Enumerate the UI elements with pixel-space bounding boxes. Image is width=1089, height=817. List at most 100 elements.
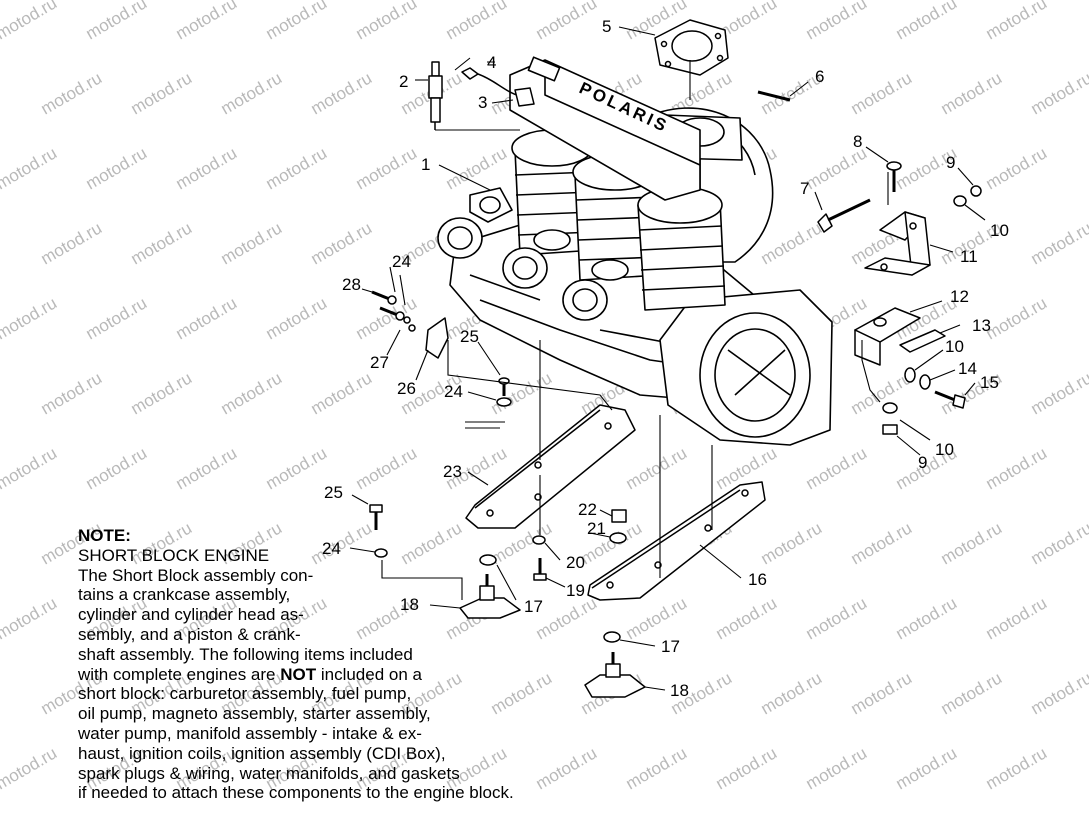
watermark-text: motod.ru [1028, 68, 1089, 118]
note-title: NOTE: [78, 526, 131, 545]
callout-24-bottom: 24 [322, 539, 341, 558]
watermark-text: motod.ru [83, 0, 151, 43]
callout-14: 14 [958, 359, 977, 378]
nut-9-bottom [882, 424, 898, 435]
callout-22: 22 [578, 500, 597, 519]
watermark-text: motod.ru [263, 0, 331, 43]
callout-2: 2 [399, 72, 408, 91]
note-line-1: The Short Block assembly con- [78, 565, 314, 585]
note-line-10: haust, ignition coils, ignition assembly… [78, 743, 446, 763]
watermark-text: motod.ru [38, 68, 106, 118]
bolt-15 [934, 390, 966, 409]
watermark-text: motod.ru [218, 368, 286, 418]
note-line-5: shaft assembly. The following items incl… [78, 644, 413, 664]
watermark-text: motod.ru [1028, 368, 1089, 418]
watermark-text: motod.ru [218, 218, 286, 268]
watermark-text: motod.ru [0, 743, 60, 793]
note-line-12: if needed to attach these components to … [78, 783, 514, 803]
callout-15: 15 [980, 373, 999, 392]
watermark-text: motod.ru [0, 443, 60, 493]
watermark-text: motod.ru [848, 68, 916, 118]
watermark-text: motod.ru [983, 593, 1051, 643]
callout-9-bottom: 9 [918, 453, 927, 472]
callout-17-right: 17 [661, 637, 680, 656]
watermark-text: motod.ru [758, 668, 826, 718]
note-line-2: tains a crankcase assembly, [78, 585, 291, 605]
spark-plug-wire [461, 67, 535, 107]
watermark-text: motod.ru [173, 443, 241, 493]
watermark-text: motod.ru [758, 518, 826, 568]
note-line-11: spark plugs & wiring, water manifolds, a… [78, 763, 460, 783]
bolt-25-mid [496, 377, 512, 407]
washer-14 [919, 374, 931, 390]
watermark-text: motod.ru [83, 293, 151, 343]
note-line-3: cylinder and cylinder head as- [78, 605, 304, 625]
watermark-text: motod.ru [803, 743, 871, 793]
note-not-emphasis: NOT [280, 664, 317, 684]
watermark-text: motod.ru [38, 368, 106, 418]
callout-10-bottom: 10 [935, 440, 954, 459]
nut-9-top [970, 185, 982, 197]
callout-3: 3 [478, 93, 487, 112]
watermark-text: motod.ru [713, 743, 781, 793]
callout-18-left: 18 [400, 595, 419, 614]
watermark-text: motod.ru [983, 443, 1051, 493]
watermark-text: motod.ru [308, 68, 376, 118]
note-line-6-pre: with complete engines are [78, 664, 281, 684]
bolt-8 [886, 161, 902, 192]
callout-21: 21 [587, 519, 606, 538]
intake-flanges [437, 217, 629, 321]
callout-25-bottom: 25 [324, 483, 343, 502]
callout-16: 16 [748, 570, 767, 589]
short-block-note: NOTE: SHORT BLOCK ENGINE The Short Block… [78, 526, 558, 803]
callout-9-top: 9 [946, 153, 955, 172]
watermark-text: motod.ru [263, 443, 331, 493]
bolt-25-bottom [369, 504, 388, 558]
callout-8: 8 [853, 132, 862, 151]
watermark-text: motod.ru [0, 143, 60, 193]
spark-plug [428, 61, 443, 130]
watermark-text: motod.ru [938, 668, 1006, 718]
watermark-text: motod.ru [983, 143, 1051, 193]
watermark-text: motod.ru [443, 143, 511, 193]
mount-bracket-11 [864, 211, 931, 276]
washer-10-bottom [882, 402, 898, 414]
callout-25-mid: 25 [460, 327, 479, 346]
watermark-text: motod.ru [353, 143, 421, 193]
watermark-text: motod.ru [1028, 668, 1089, 718]
watermark-text: motod.ru [128, 368, 196, 418]
callout-28: 28 [342, 275, 361, 294]
watermark-text: motod.ru [803, 443, 871, 493]
left-hardware [371, 290, 449, 359]
watermark-text: motod.ru [983, 743, 1051, 793]
watermark-text: motod.ru [803, 593, 871, 643]
watermark-text: motod.ru [173, 0, 241, 43]
watermark-text: motod.ru [893, 743, 961, 793]
mount-plate-23 [465, 404, 636, 529]
watermark-text: motod.ru [128, 68, 196, 118]
callout-5: 5 [602, 17, 611, 36]
nut-22 [611, 509, 627, 523]
watermark-text: motod.ru [0, 593, 60, 643]
watermark-text: motod.ru [128, 218, 196, 268]
watermark-text: motod.ru [263, 293, 331, 343]
water-manifold-rail [509, 56, 701, 201]
washer-20 [532, 535, 546, 545]
cylinder-3 [637, 186, 726, 311]
watermark-text: motod.ru [983, 0, 1051, 43]
rubber-mount-18-left [459, 554, 521, 619]
washer-10-top [953, 195, 967, 207]
callout-11: 11 [960, 247, 978, 266]
leader-lines [349, 26, 986, 691]
note-line-9: water pump, manifold assembly - intake &… [78, 723, 422, 743]
watermark-text: motod.ru [218, 68, 286, 118]
watermark-text: motod.ru [38, 218, 106, 268]
watermark-text: motod.ru [623, 593, 691, 643]
watermark-text: motod.ru [488, 368, 556, 418]
watermark-text: motod.ru [893, 593, 961, 643]
callout-26: 26 [397, 379, 416, 398]
watermark-text: motod.ru [803, 0, 871, 43]
watermark-text: motod.ru [353, 0, 421, 43]
watermark-text: motod.ru [263, 143, 331, 193]
